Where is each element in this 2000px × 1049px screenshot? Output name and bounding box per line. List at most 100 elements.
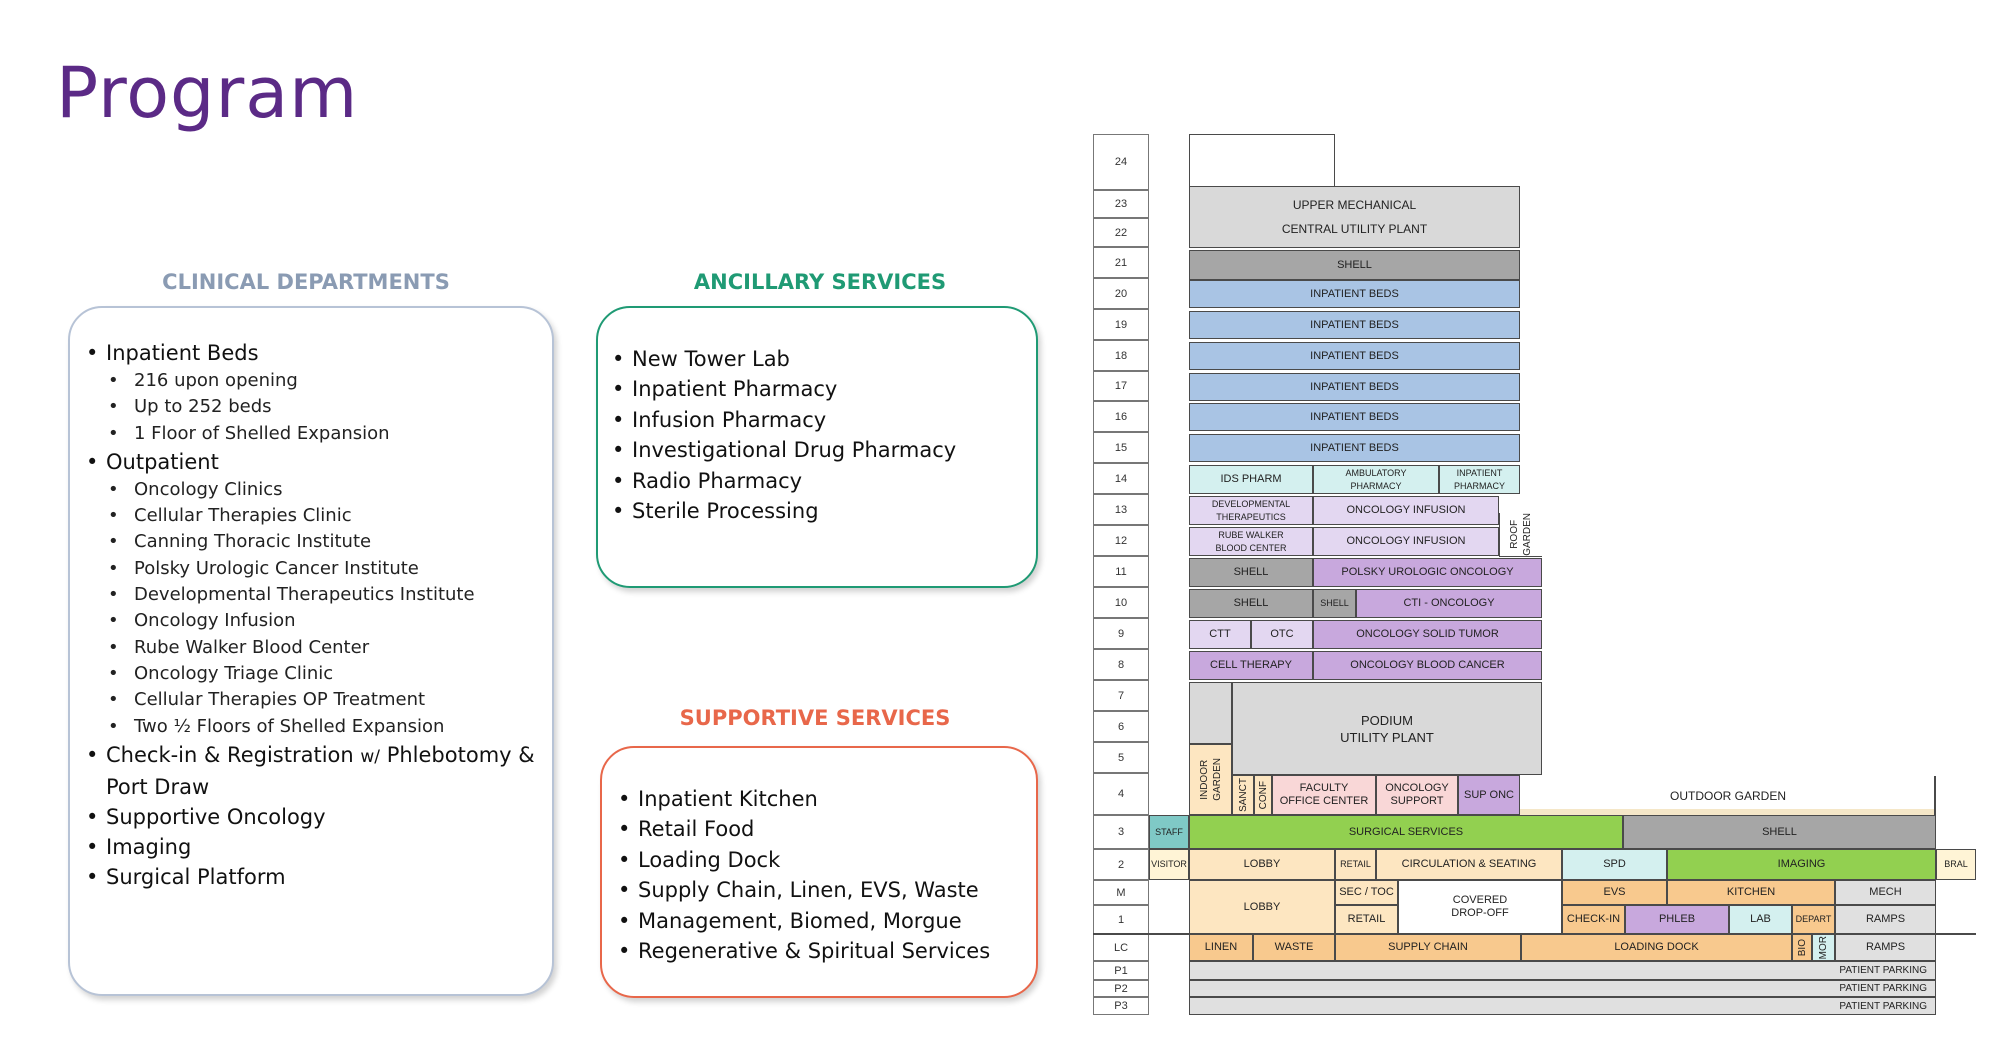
floor-label-1: 1 xyxy=(1093,905,1149,934)
list-item: Polsky Urologic Cancer Institute xyxy=(86,556,542,583)
floor-label-15: 15 xyxy=(1093,432,1149,463)
list-item: Inpatient Pharmacy xyxy=(612,374,1026,405)
floor-label-11: 11 xyxy=(1093,556,1149,587)
oncology-infusion-13: ONCOLOGY INFUSION xyxy=(1313,496,1499,525)
list-item: Cellular Therapies Clinic xyxy=(86,503,542,530)
outdoor-garden-edge xyxy=(1934,776,1936,815)
imaging: IMAGING xyxy=(1667,849,1936,880)
floor-label-24: 24 xyxy=(1093,134,1149,190)
list-item: New Tower Lab xyxy=(612,344,1026,375)
list-item: Regenerative & Spiritual Services xyxy=(618,936,1026,967)
outdoor-garden: OUTDOOR GARDEN xyxy=(1520,783,1936,815)
floor-label-13: 13 xyxy=(1093,494,1149,525)
mech: MECH xyxy=(1835,880,1936,905)
list-item: Supply Chain, Linen, EVS, Waste xyxy=(618,875,1026,906)
sup-onc: SUP ONC xyxy=(1458,775,1520,815)
sec-toc: SEC / TOC xyxy=(1335,880,1398,905)
retail-2: RETAIL xyxy=(1335,849,1376,880)
inpatient-beds-16: INPATIENT BEDS xyxy=(1189,403,1520,431)
floor-label-16: 16 xyxy=(1093,401,1149,432)
cti-oncology: CTI - ONCOLOGY xyxy=(1356,589,1542,618)
floor-label-23: 23 xyxy=(1093,190,1149,218)
list-item: Up to 252 beds xyxy=(86,394,542,421)
list-item: Oncology Triage Clinic xyxy=(86,661,542,688)
inpatient-beds: Inpatient Beds xyxy=(86,338,542,368)
sanct: SANCT xyxy=(1232,775,1254,815)
oncology-support: ONCOLOGY SUPPORT xyxy=(1376,775,1458,815)
list-item: Sterile Processing xyxy=(612,496,1026,527)
list-item: Loading Dock xyxy=(618,845,1026,876)
page-title: Program xyxy=(56,52,359,134)
otc: OTC xyxy=(1251,620,1313,649)
oncology-infusion-12: ONCOLOGY INFUSION xyxy=(1313,527,1499,556)
loading-dock: LOADING DOCK xyxy=(1521,934,1792,961)
circulation-seating: CIRCULATION & SEATING xyxy=(1376,849,1562,880)
shell-3: SHELL xyxy=(1623,815,1936,849)
lobby-2: LOBBY xyxy=(1189,849,1335,880)
ctt: CTT xyxy=(1189,620,1251,649)
staff: STAFF xyxy=(1149,815,1189,849)
list-item: Two ½ Floors of Shelled Expansion xyxy=(86,714,542,741)
checkin-port: Port Draw xyxy=(106,774,210,799)
depart: DEPART xyxy=(1792,905,1835,934)
oncology-solid-tumor: ONCOLOGY SOLID TUMOR xyxy=(1313,620,1542,649)
shell-10b: SHELL xyxy=(1313,589,1356,618)
floor-label-10: 10 xyxy=(1093,587,1149,618)
clinical-box: Inpatient Beds 216 upon opening Up to 25… xyxy=(68,306,554,996)
floor-label-2: 2 xyxy=(1093,849,1149,880)
penthouse-box xyxy=(1189,134,1335,190)
shell-11: SHELL xyxy=(1189,558,1313,587)
covered-drop-off: COVERED DROP-OFF xyxy=(1398,880,1562,934)
lower-level-baseline xyxy=(1093,933,1976,935)
retail-1: RETAIL xyxy=(1335,905,1398,934)
list-item: Radio Pharmacy xyxy=(612,466,1026,497)
patient-parking-p1: PATIENT PARKING xyxy=(1189,961,1936,980)
roof-garden: ROOF GARDEN xyxy=(1499,513,1542,557)
list-item: Oncology Clinics xyxy=(86,477,542,504)
kitchen: KITCHEN xyxy=(1667,880,1835,905)
podium-utility-strip xyxy=(1189,682,1232,744)
floor-label-7: 7 xyxy=(1093,680,1149,711)
checkin-registration: Check-in & Registration w/ Phlebotomy &P… xyxy=(86,740,542,802)
checkin-with: w/ xyxy=(360,746,381,767)
upper-mechanical: UPPER MECHANICAL CENTRAL UTILITY PLANT xyxy=(1189,186,1520,248)
list-item: Surgical Platform xyxy=(86,862,542,892)
supportive-heading: SUPPORTIVE SERVICES xyxy=(679,706,951,730)
floor-label-3: 3 xyxy=(1093,815,1149,849)
floor-label-20: 20 xyxy=(1093,278,1149,309)
lab: LAB xyxy=(1729,905,1792,934)
indoor-garden: INDOOR GARDEN xyxy=(1189,744,1232,815)
developmental-therapeutics: DEVELOPMENTAL THERAPEUTICS xyxy=(1189,496,1313,525)
inpatient-beds-19: INPATIENT BEDS xyxy=(1189,311,1520,339)
bral: BRAL xyxy=(1936,849,1976,880)
ramps-lc: RAMPS xyxy=(1835,934,1936,961)
list-item: Oncology Infusion xyxy=(86,608,542,635)
floor-label-9: 9 xyxy=(1093,618,1149,649)
floor-label-8: 8 xyxy=(1093,649,1149,680)
supply-chain: SUPPLY CHAIN xyxy=(1335,934,1521,961)
list-item: Imaging xyxy=(86,832,542,862)
inpatient-beds-18: INPATIENT BEDS xyxy=(1189,342,1520,370)
list-item: Supportive Oncology xyxy=(86,802,542,832)
ramps-1: RAMPS xyxy=(1835,905,1936,934)
clinical-heading: CLINICAL DEPARTMENTS xyxy=(162,270,450,294)
list-item: Inpatient Kitchen xyxy=(618,784,1026,815)
ids-pharm: IDS PHARM xyxy=(1189,465,1313,494)
list-item: 1 Floor of Shelled Expansion xyxy=(86,421,542,448)
floor-label-6: 6 xyxy=(1093,711,1149,742)
conf: CONF xyxy=(1254,775,1272,815)
lobby-1: LOBBY xyxy=(1189,880,1335,934)
list-item-text: Management, Biomed, Morgue xyxy=(638,908,962,933)
ambulatory-pharmacy: AMBULATORY PHARMACY xyxy=(1313,465,1439,494)
patient-parking-p2: PATIENT PARKING xyxy=(1189,980,1936,997)
waste: WASTE xyxy=(1253,934,1335,961)
ancillary-heading: ANCILLARY SERVICES xyxy=(693,270,947,294)
list-item: Infusion Pharmacy xyxy=(612,405,1026,436)
list-item: Rube Walker Blood Center xyxy=(86,635,542,662)
checkin-phleb: Phlebotomy & xyxy=(386,742,535,767)
floor-label-4: 4 xyxy=(1093,773,1149,815)
floor-label-17: 17 xyxy=(1093,371,1149,401)
floor-label-5: 5 xyxy=(1093,742,1149,773)
list-item: Cellular Therapies OP Treatment xyxy=(86,687,542,714)
list-item: Investigational Drug Pharmacy xyxy=(612,435,1026,466)
